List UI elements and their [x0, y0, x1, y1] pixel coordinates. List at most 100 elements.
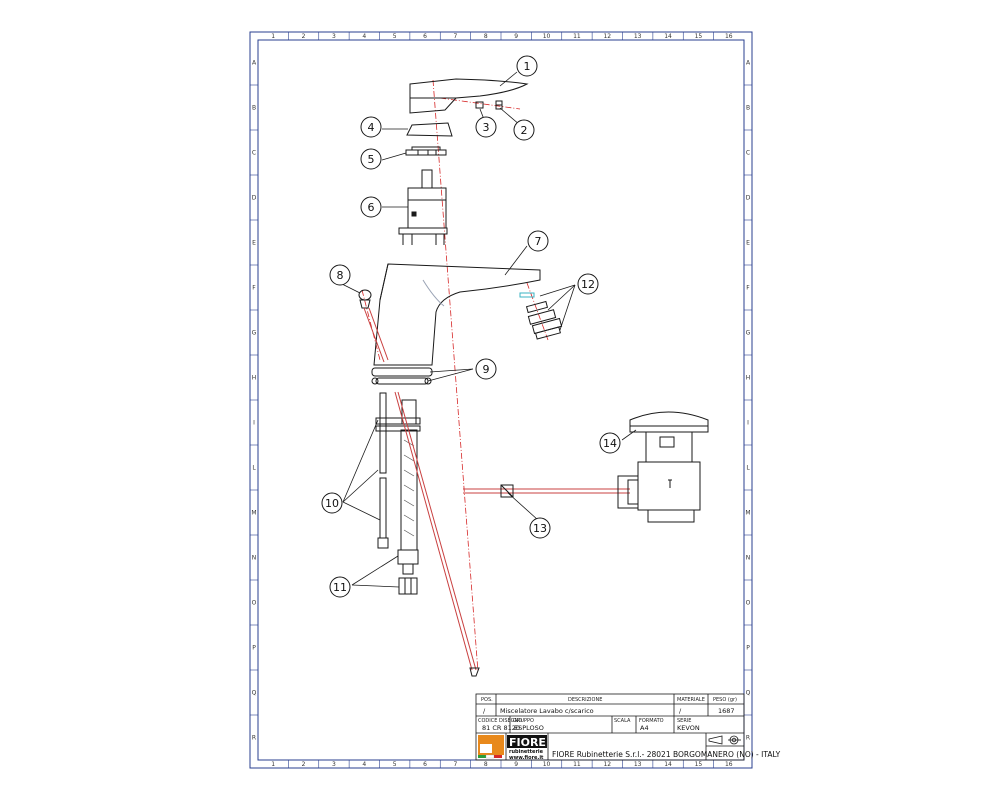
- callout-2: 2: [513, 119, 535, 141]
- row-letter: B: [252, 105, 256, 112]
- cover-cap-part-4: [406, 122, 453, 137]
- main-axis: [432, 79, 479, 673]
- callout-14: 14: [599, 432, 621, 454]
- format-value: A4: [640, 724, 649, 732]
- column-number: 5: [393, 761, 397, 768]
- aerator-part-12: [519, 292, 563, 340]
- callout-number: 9: [483, 363, 490, 376]
- column-number: 11: [573, 33, 581, 40]
- pop-up-waste-part-14: [617, 411, 709, 523]
- outer-frame: [249, 31, 753, 769]
- row-letter: Q: [746, 690, 751, 697]
- callout-6: 6: [360, 196, 382, 218]
- hose-nut-part-11: [398, 577, 418, 595]
- center-axes: [361, 79, 549, 673]
- company-line: FIORE Rubinetterie S.r.l.- 28021 BORGOMA…: [552, 750, 781, 759]
- callout-9: 9: [475, 358, 497, 380]
- column-number: 10: [543, 761, 551, 768]
- column-number: 14: [664, 761, 672, 768]
- column-number: 1: [271, 33, 275, 40]
- column-number: 15: [695, 761, 703, 768]
- row-letter: O: [252, 600, 257, 607]
- column-number: 8: [484, 33, 488, 40]
- row-letter: A: [746, 60, 751, 67]
- logo-text: FIORE: [509, 736, 546, 749]
- column-number: 4: [362, 761, 366, 768]
- callout-number: 14: [603, 437, 617, 450]
- aerator-axis: [526, 282, 549, 341]
- column-number: 2: [302, 33, 306, 40]
- format-header: FORMATO: [639, 718, 664, 724]
- row-letter: R: [746, 735, 750, 742]
- callout-number: 10: [325, 497, 339, 510]
- desc-value: Miscelatore Lavabo c/scarico: [500, 707, 594, 715]
- ring-nut-part-5: [405, 146, 447, 156]
- inner-frame: [257, 39, 745, 761]
- callout-8: 8: [329, 264, 351, 286]
- row-letter: M: [251, 510, 256, 517]
- column-number: 11: [573, 761, 581, 768]
- drain-rod-tip: [469, 667, 480, 677]
- weight-header: PESO (gr): [713, 697, 737, 703]
- group-header: GRUPPO: [513, 718, 534, 724]
- pos-value: /: [483, 707, 486, 715]
- callout-number: 5: [368, 153, 375, 166]
- callout-number: 11: [333, 581, 347, 594]
- column-number: 3: [332, 33, 336, 40]
- row-letter: H: [746, 375, 751, 382]
- column-number: 6: [423, 33, 427, 40]
- column-number: 16: [725, 33, 733, 40]
- row-letter: N: [252, 555, 257, 562]
- callout-number: 7: [535, 235, 542, 248]
- pos-header: POS.: [481, 697, 493, 703]
- series-header: SERIE: [677, 718, 691, 724]
- handle-axis: [439, 97, 521, 110]
- row-letter: G: [252, 330, 257, 337]
- callout-number: 6: [368, 201, 375, 214]
- column-number: 12: [603, 33, 611, 40]
- row-letter: B: [746, 105, 750, 112]
- callout-number: 8: [337, 269, 344, 282]
- cap-part-3: [475, 101, 484, 109]
- column-number: 12: [603, 761, 611, 768]
- row-letter: L: [746, 465, 750, 472]
- row-letter: H: [252, 375, 257, 382]
- weight-value: 1687: [718, 707, 735, 715]
- callout-number: 1: [524, 60, 531, 73]
- cartridge-part-6: [398, 169, 448, 245]
- column-number: 7: [454, 33, 458, 40]
- row-letter: Q: [252, 690, 257, 697]
- callout-number: 4: [368, 121, 375, 134]
- company-logo: FIORE rubinetterie www.fiore.it: [478, 735, 547, 761]
- column-number: 9: [514, 33, 518, 40]
- row-letter: C: [252, 150, 256, 157]
- row-letter: A: [252, 60, 257, 67]
- callout-4: 4: [360, 116, 382, 138]
- row-letter: O: [746, 600, 751, 607]
- row-letter: G: [746, 330, 751, 337]
- callout-5: 5: [360, 148, 382, 170]
- code-header: CODICE DISEGNO: [478, 718, 522, 724]
- drain-rod: [394, 391, 477, 671]
- row-letter: I: [253, 420, 255, 427]
- row-letter: L: [252, 465, 256, 472]
- row-letter: M: [745, 510, 750, 517]
- callout-number: 13: [533, 522, 547, 535]
- row-letter: F: [746, 285, 750, 292]
- callout-number: 2: [521, 124, 528, 137]
- callout-number: 12: [581, 278, 595, 291]
- column-number: 13: [634, 33, 642, 40]
- tap-body-part-7: [373, 263, 541, 366]
- row-letter: F: [252, 285, 256, 292]
- website: www.fiore.it: [509, 755, 544, 761]
- title-block: [475, 693, 745, 761]
- leader-lines: [339, 71, 637, 588]
- code-value: 81 CR 8120: [482, 724, 520, 732]
- column-number: 5: [393, 33, 397, 40]
